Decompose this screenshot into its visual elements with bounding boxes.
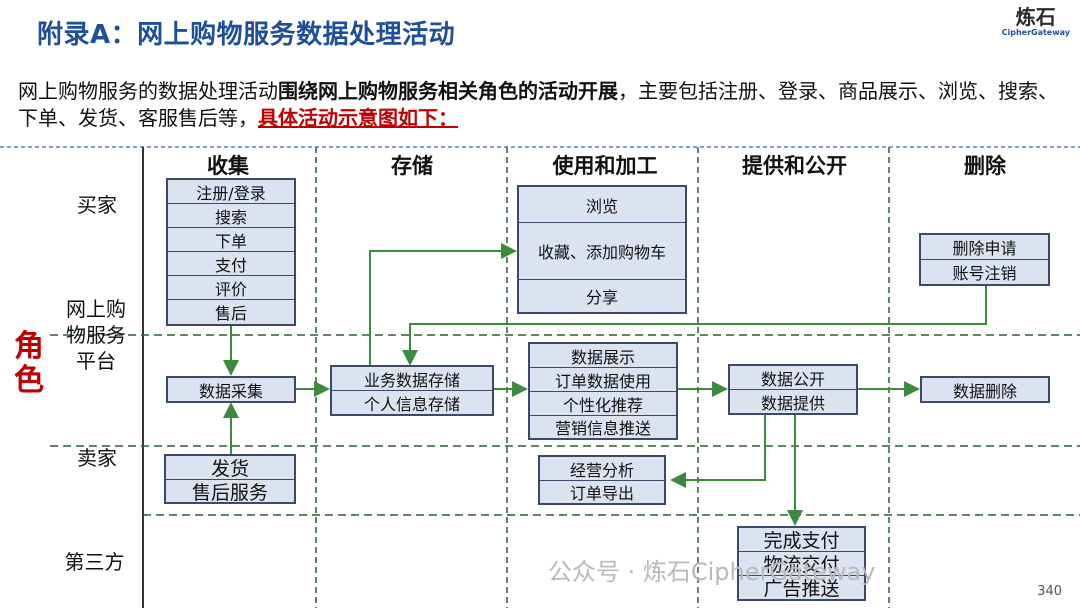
platform-use-item: 数据展示: [530, 344, 676, 368]
column-use: 使用和加工: [552, 154, 658, 178]
buyer-delete-item: 删除申请: [921, 235, 1048, 260]
column-provide: 提供和公开: [742, 154, 847, 178]
third-provide-group: 完成支付 物流交付 广告推送: [737, 526, 866, 601]
seller-collect-group: 发货 售后服务: [164, 454, 296, 504]
row-platform-l1: 网上购: [66, 297, 126, 321]
row-platform: 网上购 物服务 平台: [56, 296, 136, 374]
platform-use-item: 订单数据使用: [530, 368, 676, 392]
buyer-use-item: 浏览: [519, 187, 685, 223]
seller-use-item: 经营分析: [540, 457, 664, 481]
platform-store-item: 个人信息存储: [363, 394, 460, 414]
brand-logo: 炼石 CipherGateway: [1002, 6, 1070, 37]
row-platform-l2: 物服务: [66, 323, 126, 347]
buyer-collect-item: 注册/登录: [168, 180, 294, 204]
platform-use-item: 营销信息推送: [554, 419, 651, 438]
logo-en: CipherGateway: [1001, 28, 1070, 37]
seller-use-group: 经营分析 订单导出: [538, 455, 666, 505]
column-delete: 删除: [964, 154, 1006, 178]
buyer-collect-item: 支付: [168, 252, 294, 276]
column-store: 存储: [391, 154, 433, 178]
intro-paragraph: 网上购物服务的数据处理活动围绕网上购物服务相关角色的活动开展，主要包括注册、登录…: [18, 78, 1063, 132]
third-provide-item: 广告推送: [763, 578, 840, 600]
seller-collect-item: 发货: [166, 456, 294, 480]
intro-part3: ，主要包括注册、登录、商品展示、浏览、搜索、下单、发货、客服售后等，: [18, 79, 1058, 130]
third-provide-item: 完成支付: [739, 528, 864, 552]
watermark-text: 公众号 · 炼石CipherGateway: [548, 558, 876, 586]
buyer-collect-item: 评价: [168, 276, 294, 300]
platform-provide-group: 数据公开 数据提供: [728, 364, 858, 415]
platform-provide-item: 数据提供: [760, 393, 825, 413]
platform-use-group: 数据展示 订单数据使用 个性化推荐 营销信息推送: [528, 342, 678, 440]
row-third-party: 第三方: [64, 550, 125, 574]
buyer-use-item: 收藏、添加购物车: [519, 223, 685, 280]
platform-store-item: 业务数据存储: [332, 367, 492, 391]
page-number: 340: [1037, 584, 1062, 599]
platform-data-deletion: 数据删除: [920, 376, 1050, 403]
buyer-use-group: 浏览 收藏、添加购物车 分享: [517, 185, 687, 314]
column-collect: 收集: [207, 154, 249, 178]
buyer-use-item: 分享: [585, 288, 618, 307]
row-platform-l3: 平台: [76, 349, 116, 373]
intro-part2: 围绕网上购物服务相关角色的活动开展: [278, 79, 618, 103]
buyer-collect-item: 售后: [214, 304, 247, 323]
logo-cn: 炼石: [1015, 5, 1056, 29]
platform-store-group: 业务数据存储 个人信息存储: [330, 365, 494, 416]
platform-data-collection: 数据采集: [166, 376, 296, 403]
page-title: 附录A：网上购物服务数据处理活动: [37, 20, 456, 50]
seller-collect-item: 售后服务: [191, 481, 268, 504]
platform-provide-item: 数据公开: [730, 366, 856, 390]
row-buyer: 买家: [77, 193, 117, 217]
role-label: 角色: [14, 329, 44, 398]
intro-part1: 网上购物服务的数据处理活动: [18, 79, 278, 103]
buyer-delete-group: 删除申请 账号注销: [919, 233, 1050, 286]
buyer-collect-item: 搜索: [168, 204, 294, 228]
intro-part4: 具体活动示意图如下：: [258, 106, 458, 130]
buyer-collect-item: 下单: [168, 228, 294, 252]
buyer-collect-group: 注册/登录 搜索 下单 支付 评价 售后: [166, 178, 296, 326]
seller-use-item: 订单导出: [569, 484, 634, 503]
buyer-delete-item: 账号注销: [952, 264, 1017, 283]
platform-use-item: 个性化推荐: [530, 392, 676, 416]
row-seller: 卖家: [77, 446, 117, 470]
third-provide-item: 物流交付: [739, 552, 864, 576]
